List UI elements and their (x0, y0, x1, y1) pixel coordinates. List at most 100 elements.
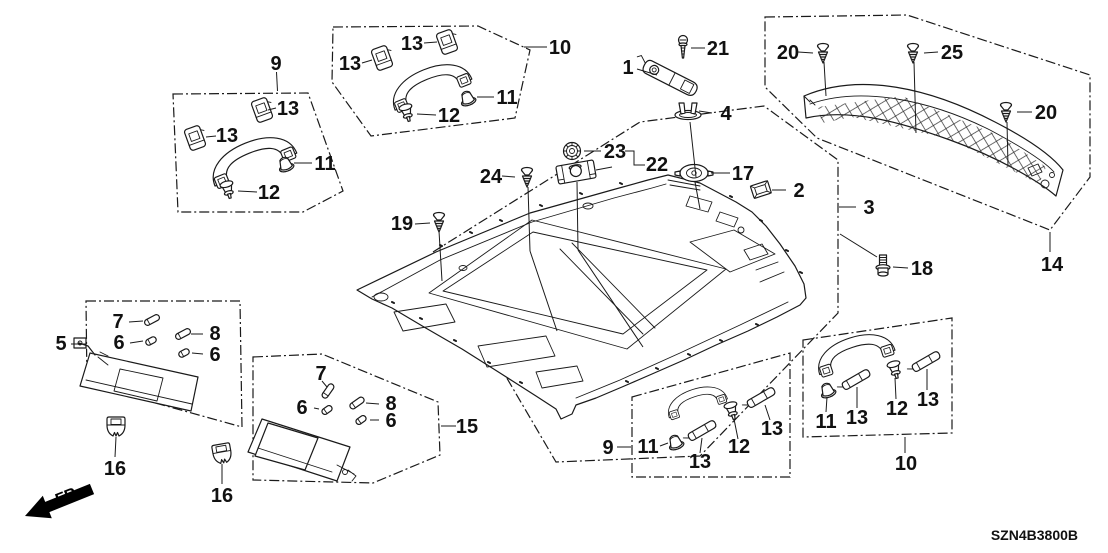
holder-1-icon (631, 53, 700, 99)
callout-11: 11 (314, 153, 335, 175)
clip-16-icon (210, 441, 234, 466)
callout-23: 23 (604, 141, 626, 163)
cap-11-icon (817, 380, 838, 401)
leader-lines (71, 41, 1051, 484)
callout-20: 20 (777, 42, 799, 64)
clip-13-icon (435, 27, 462, 56)
callout-13: 13 (277, 98, 299, 120)
callout-11: 11 (496, 87, 517, 109)
box-visor-passenger (252, 353, 441, 484)
box-handle-rear-left (631, 352, 791, 478)
clip-13-icon (370, 43, 397, 72)
bolt-18-icon (875, 254, 891, 277)
callout-9: 9 (602, 437, 613, 459)
callout-13: 13 (401, 33, 423, 55)
callout-4: 4 (720, 103, 732, 125)
drawing-code: SZN4B3800B (991, 527, 1078, 543)
pin-7-icon (142, 312, 162, 328)
callout-13: 13 (917, 389, 939, 411)
callout-labels: 9 13 13 11 12 10 13 13 11 12 21 1 4 20 2… (55, 33, 1064, 507)
callout-12: 12 (886, 398, 908, 420)
pin-12-icon (722, 400, 742, 422)
callout-15: 15 (456, 416, 478, 438)
callout-6: 6 (209, 344, 220, 366)
callout-17: 17 (732, 163, 754, 185)
clip-13-icon (250, 95, 277, 124)
fabric-texture-dots (391, 175, 803, 384)
pin-12-icon (218, 179, 238, 201)
pin-7-icon (320, 382, 336, 400)
callout-13: 13 (689, 451, 711, 473)
callout-7: 7 (315, 363, 326, 385)
callout-14: 14 (1041, 254, 1064, 276)
screw-21-icon (677, 34, 689, 59)
clip-13-icon (836, 367, 872, 394)
clip-16-icon (106, 416, 126, 437)
box-handle-front-right (331, 25, 531, 137)
clip-13-icon (906, 349, 942, 376)
fr-label: FR. (53, 483, 83, 508)
cap-11-icon (665, 432, 686, 453)
box-rear-trim (764, 14, 1091, 231)
callout-11: 11 (637, 436, 658, 458)
trim-crosshatch (818, 96, 1046, 184)
callout-16: 16 (211, 485, 233, 507)
callout-21: 21 (707, 38, 729, 60)
pin-8-icon (173, 326, 193, 342)
callout-13: 13 (216, 125, 238, 147)
pin-8-icon (348, 395, 366, 411)
clip-25-icon (906, 42, 920, 64)
callout-12: 12 (728, 436, 750, 458)
sunroof-opening-inner (442, 231, 708, 335)
callout-3: 3 (863, 197, 874, 219)
clip-13-icon (682, 418, 718, 445)
callout-8: 8 (209, 323, 220, 345)
callout-12: 12 (438, 105, 460, 127)
cap-11-icon (457, 88, 478, 109)
callout-7: 7 (112, 311, 123, 333)
grab-handle (811, 325, 897, 379)
pin-6-icon (354, 413, 368, 427)
pin-6-icon (320, 403, 334, 417)
pin-12-icon (885, 359, 905, 381)
callout-1: 1 (622, 57, 633, 79)
clip-20-icon (999, 101, 1013, 123)
callout-22: 22 (646, 154, 668, 176)
callout-19: 19 (391, 213, 413, 235)
pin-6-icon (144, 335, 158, 347)
callout-18: 18 (911, 258, 933, 280)
callout-25: 25 (941, 42, 963, 64)
headliner-panel (356, 174, 807, 420)
rear-opening (689, 229, 776, 273)
box-handle-rear-right (802, 317, 953, 438)
clip-24-icon (520, 166, 534, 188)
box-headliner-assembly (432, 105, 839, 463)
callout-13: 13 (339, 53, 361, 75)
callout-10: 10 (895, 453, 917, 475)
callout-24: 24 (480, 166, 503, 188)
rear-trim-panel (803, 83, 1064, 197)
grommet-23-icon (562, 141, 582, 161)
clip-13-icon (183, 123, 210, 152)
callout-6: 6 (385, 410, 396, 432)
sunroof-crossbar (559, 242, 656, 335)
callout-16: 16 (104, 458, 126, 480)
fr-arrow-icon (25, 483, 95, 519)
callout-11: 11 (815, 411, 836, 433)
sun-visor-passenger (247, 418, 357, 482)
clip-20-icon (816, 42, 830, 64)
callout-13: 13 (761, 418, 783, 440)
fr-direction: FR. (25, 483, 95, 519)
box-handle-front-left (172, 92, 344, 213)
pin-12-icon (397, 102, 417, 124)
console-cutouts (393, 303, 584, 389)
callout-10: 10 (549, 37, 571, 59)
callout-20: 20 (1035, 102, 1057, 124)
callout-2: 2 (793, 180, 804, 202)
box-visor-driver (85, 300, 243, 428)
callout-12: 12 (258, 182, 280, 204)
bracket-22-icon (555, 159, 597, 185)
callout-6: 6 (296, 397, 307, 419)
